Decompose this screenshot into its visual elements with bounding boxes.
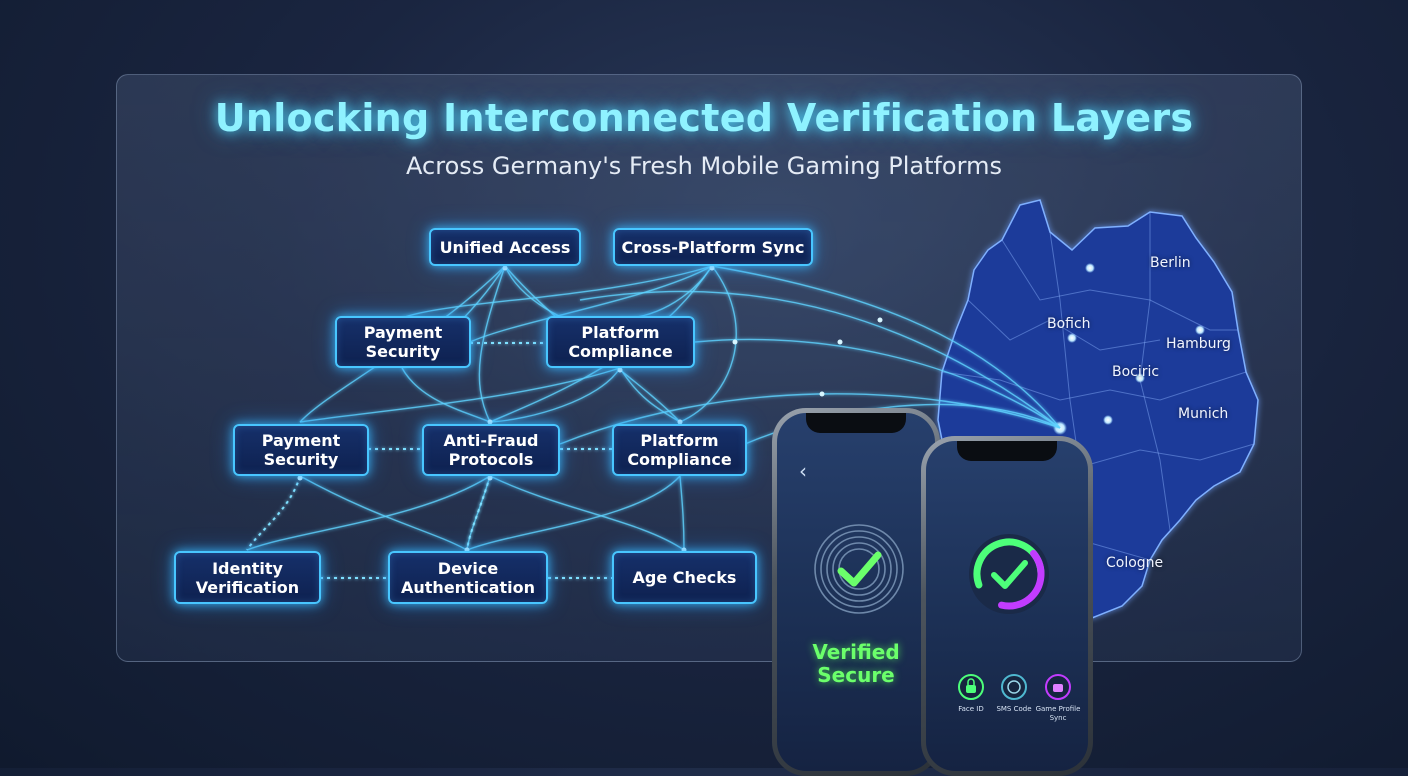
fingerprint-icon [814, 524, 904, 614]
link-to-map [694, 338, 1061, 429]
node-anti-fraud-protocols: Anti-Fraud Protocols [422, 424, 560, 476]
link-dashed [246, 475, 301, 551]
phone-right-screen: Face ID SMS Code Game Profile Sync [926, 441, 1088, 771]
node-platform-compliance-lower: Platform Compliance [612, 424, 747, 476]
check-icon [837, 551, 882, 587]
link-curve [679, 265, 737, 423]
verification-ring-icon [969, 534, 1049, 614]
link-curve [246, 475, 491, 551]
method-face-id-label: Face ID [958, 705, 984, 713]
link-curve [489, 475, 685, 551]
sms-code-icon [1001, 674, 1027, 700]
face-id-icon [958, 674, 984, 700]
link-curve [401, 367, 491, 423]
back-arrow-icon[interactable]: ‹ [799, 459, 807, 483]
link-curve [619, 367, 681, 423]
link-curve [299, 367, 621, 423]
phone-left: ‹ Verified Secure [772, 408, 940, 776]
link-curve [299, 475, 468, 551]
method-game-profile-sync-label: Game Profile Sync [1035, 705, 1081, 722]
verified-secure-label: Verified Secure [812, 640, 900, 687]
method-face-id[interactable]: Face ID [941, 673, 1001, 714]
node-unified-access: Unified Access [429, 228, 581, 266]
phone-notch [806, 413, 906, 433]
link-curve [679, 475, 685, 551]
method-game-profile-sync[interactable]: Game Profile Sync [1028, 673, 1088, 723]
node-platform-compliance-upper: Platform Compliance [546, 316, 695, 368]
link-dashed [466, 475, 491, 551]
city-label-berlin: Berlin [1150, 255, 1191, 271]
city-label-bofich: Bofich [1047, 316, 1091, 332]
node-age-checks: Age Checks [612, 551, 757, 604]
node-payment-security-upper: Payment Security [335, 316, 471, 368]
link-curve [489, 367, 621, 423]
node-payment-security-lower: Payment Security [233, 424, 369, 476]
method-sms-code-label: SMS Code [996, 705, 1032, 713]
page-title: Unlocking Interconnected Verification La… [214, 96, 1194, 140]
city-label-munich: Munich [1178, 406, 1229, 422]
page-subtitle: Across Germany's Fresh Mobile Gaming Pla… [406, 152, 1002, 180]
method-sms-code[interactable]: SMS Code [984, 673, 1044, 714]
city-label-cologne: Cologne [1106, 555, 1164, 571]
node-device-authentication: Device Authentication [388, 551, 548, 604]
link-curve [401, 265, 713, 319]
phone-right: Face ID SMS Code Game Profile Sync [921, 436, 1093, 776]
phone-left-screen: ‹ Verified Secure [777, 413, 935, 771]
link-curve [466, 475, 681, 551]
city-label-hamburg: Hamburg [1166, 336, 1231, 352]
game-profile-sync-icon [1045, 674, 1071, 700]
city-label-bociric: Bociric [1112, 364, 1160, 380]
link-curve [469, 265, 713, 343]
check-icon [991, 560, 1028, 589]
node-identity-verification: Identity Verification [174, 551, 321, 604]
link-to-map [711, 265, 1061, 429]
link-curve [489, 265, 713, 423]
link-curve [478, 265, 506, 423]
phone-notch [957, 441, 1057, 461]
link-to-map [559, 393, 1061, 445]
node-cross-platform-sync: Cross-Platform Sync [613, 228, 813, 266]
link-to-map [579, 290, 1061, 429]
